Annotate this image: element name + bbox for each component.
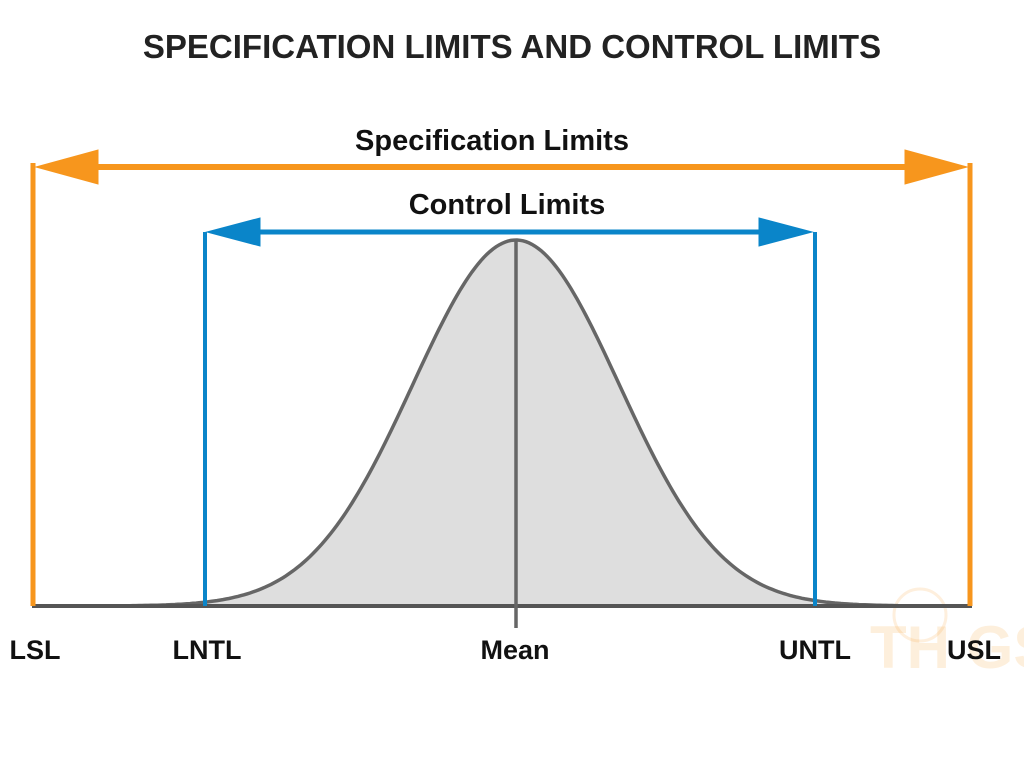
distribution-fill: [118, 240, 900, 606]
control-limits-label: Control Limits: [409, 189, 606, 221]
mean-label: Mean: [480, 635, 549, 665]
spec-arrow-left-icon: [34, 149, 99, 185]
untl-label: UNTL: [779, 635, 851, 665]
usl-label: USL: [947, 635, 1001, 665]
control-arrow-right-icon: [758, 217, 814, 247]
specification-limits: [30, 149, 973, 606]
spec-limits-label: Specification Limits: [355, 125, 629, 157]
watermark-text: TH GS: [870, 614, 1024, 681]
distribution-curve: [118, 238, 898, 608]
watermark-logo: TH GS: [870, 587, 1024, 681]
spec-arrow-right-icon: [904, 149, 969, 185]
lsl-label: LSL: [10, 635, 61, 665]
diagram-title: SPECIFICATION LIMITS AND CONTROL LIMITS: [143, 28, 881, 65]
lntl-label: LNTL: [173, 635, 242, 665]
control-arrow-left-icon: [205, 217, 261, 247]
control-limits: [203, 217, 817, 606]
